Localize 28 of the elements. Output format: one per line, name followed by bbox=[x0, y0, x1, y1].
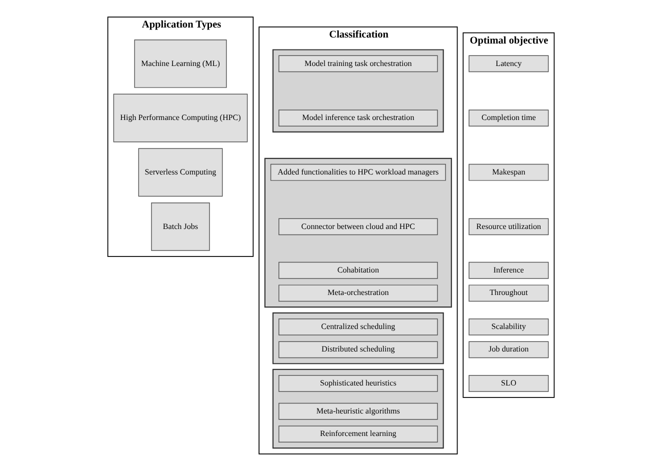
node-box: Sophisticated heuristics bbox=[278, 375, 438, 392]
node-box: Completion time bbox=[468, 110, 549, 126]
node-box: Serverless Computing bbox=[138, 148, 223, 197]
node-box: Inference bbox=[468, 262, 549, 279]
node-box: Latency bbox=[468, 55, 549, 72]
node-box: High Performance Computing (HPC) bbox=[113, 94, 248, 142]
node-box: Connector between cloud and HPC bbox=[278, 218, 438, 236]
node-box: Scalability bbox=[468, 318, 549, 336]
cluster bbox=[272, 368, 444, 449]
node-box: Distributed scheduling bbox=[278, 341, 438, 358]
node-box: Cohabitation bbox=[278, 262, 438, 279]
node-box: Throughout bbox=[468, 284, 549, 302]
node-box: Meta-heuristic algorithms bbox=[278, 402, 438, 420]
node-box: Centralized scheduling bbox=[278, 318, 438, 336]
node-box: Meta-orchestration bbox=[278, 284, 438, 302]
cluster bbox=[272, 49, 444, 133]
node-box: Reinforcement learning bbox=[278, 426, 438, 443]
node-box: SLO bbox=[468, 375, 549, 392]
node-box: Model inference task orchestration bbox=[278, 110, 438, 126]
cluster bbox=[272, 312, 444, 364]
node-box: Added functionalities to HPC workload managers bbox=[270, 164, 446, 181]
node-box: Makespan bbox=[468, 164, 549, 181]
node-box: Resource utilization bbox=[468, 218, 549, 236]
node-box: Batch Jobs bbox=[151, 202, 210, 251]
cluster bbox=[264, 158, 452, 308]
node-box: Job duration bbox=[468, 341, 549, 358]
node-box: Machine Learning (ML) bbox=[134, 39, 227, 88]
node-box: Model training task orchestration bbox=[278, 55, 438, 72]
